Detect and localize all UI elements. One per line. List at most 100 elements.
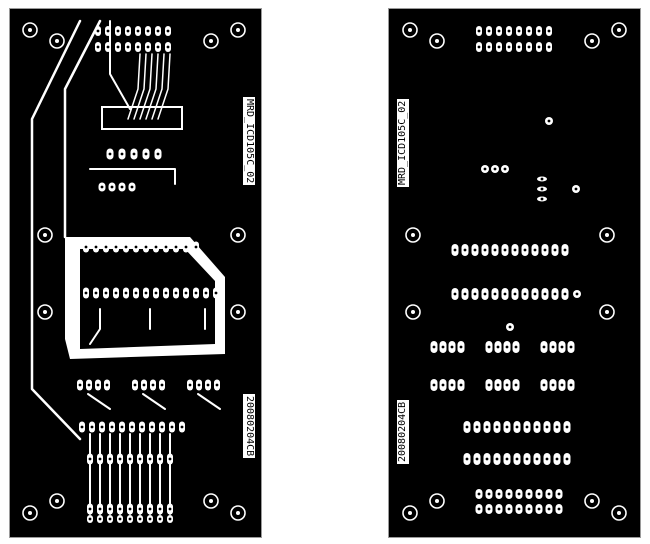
pad-drill (96, 383, 100, 387)
pad-drill (525, 425, 529, 429)
trace-box (101, 106, 183, 130)
pad-drill (432, 345, 436, 349)
pad-drill (441, 383, 445, 387)
trace (157, 53, 171, 120)
pad-drill (204, 291, 208, 295)
pad-drill (146, 29, 150, 33)
pad-drill (551, 345, 555, 349)
mounting-hole (49, 493, 65, 509)
pad-drill (560, 383, 564, 387)
mounting-hole (230, 227, 246, 243)
pad-drill (497, 507, 501, 511)
pad-drill (551, 383, 555, 387)
pad-drill (503, 292, 507, 296)
pad-drill (517, 45, 521, 49)
pad-drill (87, 383, 91, 387)
pad-drill (545, 425, 549, 429)
trace (127, 53, 141, 120)
pad-drill (146, 45, 150, 49)
mounting-hole-center (43, 310, 47, 314)
mounting-hole (402, 22, 418, 38)
mounting-hole (405, 227, 421, 243)
front-date-label: 20080204CB (243, 394, 255, 459)
pad-drill (138, 457, 142, 461)
pad-drill (168, 517, 172, 521)
mounting-hole (230, 505, 246, 521)
pad-drill (540, 197, 544, 201)
pcb-front-side: MRD_ICD105C_02 20080204CB (9, 8, 262, 538)
pad-drill (215, 383, 219, 387)
mounting-hole (584, 493, 600, 509)
pad-drill (535, 457, 539, 461)
pad-drill (515, 425, 519, 429)
pad-drill (495, 457, 499, 461)
mounting-hole-center (435, 39, 439, 43)
mounting-hole-center (55, 499, 59, 503)
pad-drill (98, 507, 102, 511)
pad-drill (527, 29, 531, 33)
pad-drill (156, 45, 160, 49)
pad-drill (503, 248, 507, 252)
pad-drill (497, 29, 501, 33)
pad-drill (463, 292, 467, 296)
pad-drill (114, 245, 118, 249)
pad-drill (453, 292, 457, 296)
pad-drill (144, 245, 148, 249)
pad-drill (475, 425, 479, 429)
mounting-hole (611, 22, 627, 38)
trace (63, 19, 102, 239)
mounting-hole (22, 505, 38, 521)
pad-drill (493, 167, 497, 171)
pad-drill (138, 517, 142, 521)
pad-drill (88, 507, 92, 511)
pad-drill (463, 248, 467, 252)
pad-drill (164, 291, 168, 295)
trace (87, 393, 111, 410)
pad-drill (527, 45, 531, 49)
pad-drill (156, 152, 160, 156)
pad-drill (465, 457, 469, 461)
pad-drill (128, 457, 132, 461)
mounting-hole (37, 227, 53, 243)
trace (109, 20, 131, 110)
pad-drill (563, 292, 567, 296)
pad-drill (540, 177, 544, 181)
pad-drill (495, 425, 499, 429)
mounting-hole-center (411, 233, 415, 237)
mounting-hole-center (236, 28, 240, 32)
trace (197, 393, 221, 410)
pad-drill (98, 517, 102, 521)
pad-drill (477, 29, 481, 33)
pad-drill (194, 245, 198, 249)
mounting-hole-center (209, 39, 213, 43)
pad-drill (116, 45, 120, 49)
mounting-hole-center (590, 499, 594, 503)
pad-drill (542, 383, 546, 387)
pad-drill (487, 345, 491, 349)
pad-drill (94, 245, 98, 249)
pad-drill (106, 45, 110, 49)
pad-drill (154, 245, 158, 249)
pad-drill (523, 292, 527, 296)
pcb-front-artwork (22, 19, 246, 523)
pad-drill (459, 345, 463, 349)
pad-drill (533, 248, 537, 252)
mounting-hole (599, 227, 615, 243)
pad-drill (487, 383, 491, 387)
pad-drill (148, 517, 152, 521)
mounting-hole (37, 304, 53, 320)
pad-drill (513, 292, 517, 296)
pad-drill (158, 507, 162, 511)
pad-drill (88, 457, 92, 461)
pad-drill (150, 425, 154, 429)
pad-drill (473, 248, 477, 252)
pad-drill (505, 345, 509, 349)
pad-drill (90, 425, 94, 429)
mounting-hole (230, 22, 246, 38)
pad-drill (132, 152, 136, 156)
pad-drill (214, 291, 218, 295)
pad-drill (535, 425, 539, 429)
pcb-back-side: MRD_ICD105C_02 20080204CB (388, 8, 641, 538)
pad-drill (537, 492, 541, 496)
pad-drill (100, 425, 104, 429)
